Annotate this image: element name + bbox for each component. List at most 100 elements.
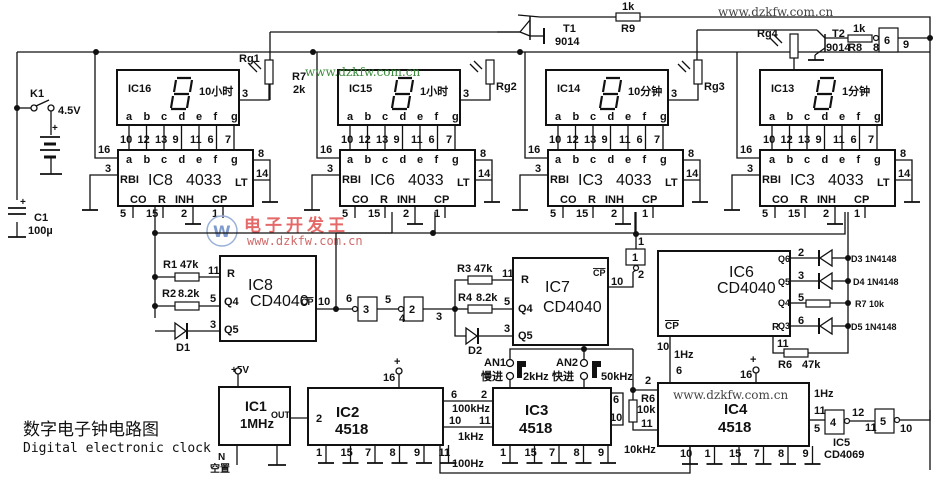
segment-label: b [144, 111, 151, 123]
light-arrow-icon [677, 60, 691, 73]
capacitor-c1: + C1 100µ [8, 197, 53, 237]
segment-pin: 12 [359, 134, 371, 146]
svg-text:D5 1N4148: D5 1N4148 [851, 322, 897, 332]
svg-text:W: W [213, 222, 231, 241]
svg-text:2: 2 [481, 389, 487, 401]
p8-wire [253, 159, 271, 202]
svg-text:Q5: Q5 [778, 277, 790, 287]
button-an1[interactable]: AN1 慢进 2kHz [481, 348, 633, 388]
svg-text:100Hz: 100Hz [452, 458, 484, 470]
seven-segment-icon [169, 76, 194, 111]
decoder-segment-label: e [839, 154, 845, 166]
lt-label: LT [665, 177, 678, 189]
segment-pin: 13 [798, 134, 810, 146]
co-pin: 5 [550, 208, 556, 220]
svg-text:10: 10 [610, 412, 622, 424]
decoder-1 [339, 149, 476, 207]
segment-label: e [417, 111, 423, 123]
vdd-wire [524, 52, 548, 159]
bottom-pin: 8 [778, 448, 784, 460]
decoder-part: 4033 [828, 172, 864, 189]
rbi-pin: 3 [327, 163, 333, 175]
svg-text:6: 6 [798, 315, 804, 327]
mid-wiring [152, 205, 846, 318]
segment-pin: 6 [637, 134, 643, 146]
seven-segment-icon [390, 76, 415, 111]
watermark-url-corner: www.dzkfw.com.cn [718, 5, 833, 19]
co-pin: 5 [120, 208, 126, 220]
svg-text:10: 10 [449, 415, 461, 427]
svg-text:10: 10 [900, 423, 912, 435]
svg-text:CD4040: CD4040 [717, 280, 776, 297]
segment-label: a [126, 111, 133, 123]
svg-text:8.2k: 8.2k [476, 292, 498, 304]
p8-pin: 8 [688, 148, 694, 160]
svg-text:5: 5 [798, 292, 804, 304]
svg-text:IC2: IC2 [336, 404, 359, 421]
resistor-r6-mid: R6 10k 11 2 10kHz [624, 375, 658, 456]
svg-text:5: 5 [504, 296, 510, 308]
decoder-segment-label: g [874, 154, 881, 166]
svg-text:11: 11 [814, 405, 826, 417]
segment-label: a [769, 111, 776, 123]
r-label: R [800, 194, 808, 206]
svg-text:10k: 10k [637, 404, 656, 416]
p8-wire [683, 159, 701, 202]
vdd-pin: 16 [98, 144, 110, 156]
cp-pin: 1 [642, 208, 648, 220]
inverter-gate-3: 3 6 5 [333, 293, 399, 322]
co-pin: 5 [762, 208, 768, 220]
inh-pin: 2 [611, 208, 617, 220]
decoder-segment-label: d [822, 154, 829, 166]
svg-text:N: N [218, 452, 225, 463]
rbi-wire [519, 174, 548, 210]
rbi-wire [731, 174, 760, 210]
top-wiring [8, 14, 933, 470]
decoder-2 [547, 149, 684, 207]
svg-text:CD4069: CD4069 [824, 449, 864, 461]
svg-text:R: R [227, 268, 235, 280]
r9-value: 1k [622, 1, 635, 13]
light-sensor-rg2 [485, 59, 495, 85]
bottom-pin: 7 [365, 447, 371, 459]
svg-text:5: 5 [210, 293, 216, 305]
svg-text:4518: 4518 [335, 421, 368, 438]
svg-text:2k: 2k [293, 84, 306, 96]
svg-text:Q6: Q6 [778, 254, 790, 264]
svg-text:11: 11 [502, 268, 514, 280]
button-an2[interactable]: AN2 快进 50kHz [551, 346, 634, 390]
segment-pin: 10 [763, 134, 775, 146]
watermark-url-ic4: www.dzkfw.com.cn [673, 388, 788, 402]
svg-text:慢进: 慢进 [481, 369, 503, 383]
svg-text:11: 11 [777, 338, 789, 350]
svg-text:CD4040: CD4040 [250, 293, 309, 310]
decoder-3 [759, 149, 896, 207]
inh-label: INH [397, 194, 416, 206]
svg-text:3: 3 [436, 311, 442, 323]
svg-text:50kHz: 50kHz [601, 371, 633, 383]
p8-pin: 8 [480, 148, 486, 160]
segment-label: f [643, 111, 647, 123]
co-label: CO [352, 194, 369, 206]
segment-label: f [857, 111, 861, 123]
rbi-pin: 3 [105, 163, 111, 175]
svg-text:2: 2 [798, 247, 804, 259]
svg-text:D3 1N4148: D3 1N4148 [851, 254, 897, 264]
segment-pin: 7 [446, 134, 452, 146]
segment-pin: 6 [208, 134, 214, 146]
decoder-segment-label: d [608, 154, 615, 166]
cp-label: CP [642, 194, 657, 206]
svg-text:快进: 快进 [551, 369, 574, 383]
bottom-pin: 1 [500, 447, 506, 459]
light-sensor-rg4 [789, 33, 799, 59]
r-pin: 15 [368, 208, 380, 220]
power-switch-k1[interactable]: K1 4.5V [17, 88, 81, 117]
svg-text:47k: 47k [180, 259, 199, 271]
svg-text:4: 4 [830, 417, 837, 429]
svg-text:CP: CP [593, 268, 606, 278]
bottom-pin: 15 [341, 447, 353, 459]
decoder-segment-label: g [452, 154, 459, 166]
rbi-label: RBI [120, 174, 139, 186]
svg-text:CP: CP [301, 297, 314, 307]
svg-text:IC8: IC8 [248, 277, 273, 294]
